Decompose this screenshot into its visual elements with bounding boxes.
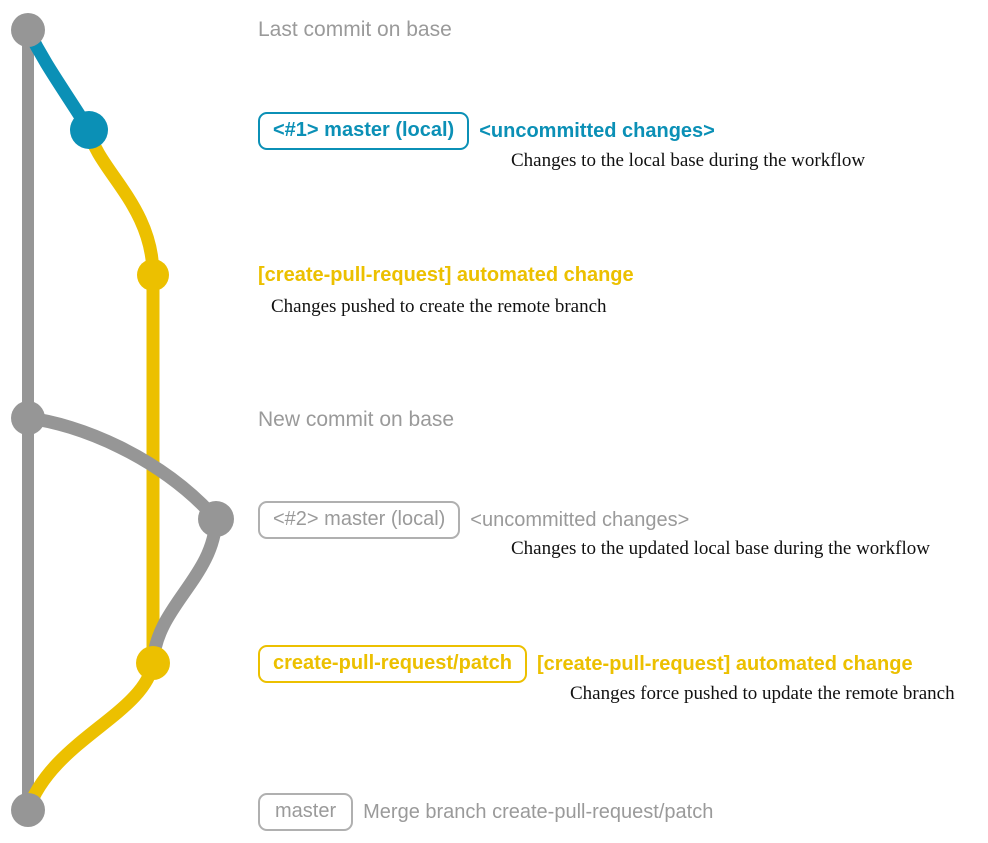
commit-subject-patch-create: [create-pull-request] automated change: [258, 264, 634, 286]
commit-label-new-commit-on-base: New commit on base: [258, 408, 455, 431]
branch-pill-master-local-1[interactable]: <#1> master (local): [258, 112, 470, 150]
commit-row-patch-create: [create-pull-request] automated change: [258, 264, 634, 287]
commit-description-local-1: Changes to the local base during the wor…: [511, 150, 866, 171]
merge-line-patch-to-base: [21, 656, 160, 817]
commit-subject-local-2: <uncommitted changes>: [470, 508, 690, 531]
commit-node-patch-create[interactable]: [137, 259, 169, 291]
branch-line-patch-create: [82, 123, 160, 282]
commit-subject-merge: Merge branch create-pull-request/patch: [363, 800, 714, 823]
branch-line-local-2: [21, 411, 223, 526]
commit-row-local-1: <#1> master (local) <uncommitted changes…: [258, 112, 715, 150]
commit-row-merge: master Merge branch create-pull-request/…: [258, 793, 713, 831]
commit-subject-patch-update: [create-pull-request] automated change: [536, 652, 913, 675]
commit-node-base-last[interactable]: [11, 13, 45, 47]
branch-pill-master-local-2[interactable]: <#2> master (local): [258, 501, 461, 539]
commit-node-local-1[interactable]: [70, 111, 108, 149]
commit-node-local-2[interactable]: [198, 501, 234, 537]
commit-node-base-new[interactable]: [11, 401, 45, 435]
commit-description-patch-update: Changes force pushed to update the remot…: [570, 683, 955, 704]
branch-pill-master[interactable]: master: [258, 793, 354, 831]
commit-node-patch-update[interactable]: [136, 646, 170, 680]
commit-description-patch-create: Changes pushed to create the remote bran…: [271, 296, 607, 317]
commit-subject-local-1: <uncommitted changes>: [479, 119, 715, 142]
commit-row-patch-update: create-pull-request/patch [create-pull-r…: [258, 645, 913, 683]
commit-node-base-merge[interactable]: [11, 793, 45, 827]
branch-pill-create-pull-request-patch[interactable]: create-pull-request/patch: [258, 645, 527, 683]
commit-label-last-commit-on-base: Last commit on base: [258, 18, 452, 41]
commit-row-local-2: <#2> master (local) <uncommitted changes…: [258, 501, 689, 539]
branch-line-local-2-to-patch: [146, 512, 223, 670]
commit-description-local-2: Changes to the updated local base during…: [511, 538, 930, 559]
